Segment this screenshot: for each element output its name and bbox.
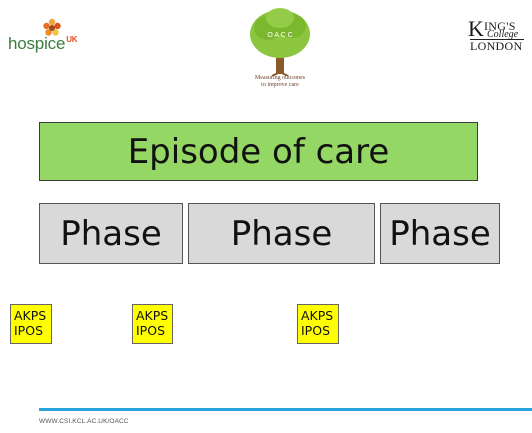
oacc-tree-text: O A C C	[267, 32, 292, 39]
kcl-rule	[470, 39, 524, 40]
kings-college-london-logo: K ING'S College LONDON	[466, 14, 528, 58]
phase-box: Phase	[188, 203, 375, 264]
phase-box: Phase	[39, 203, 183, 264]
hospice-name: hospice	[8, 34, 66, 53]
akps-label: AKPS	[136, 308, 169, 323]
assessment-tag: AKPS IPOS	[132, 304, 173, 344]
hospice-suffix: UK	[66, 35, 78, 45]
flower-icon	[43, 18, 61, 36]
ipos-label: IPOS	[301, 323, 330, 338]
kcl-ings: ING'S	[484, 19, 516, 33]
akps-label: AKPS	[14, 308, 47, 323]
oacc-tagline: Measuring outcomes to improve care	[238, 75, 322, 89]
oacc-tagline-2: to improve care	[261, 82, 299, 88]
footer-url: WWW.CSI.KCL.AC.UK/OACC	[39, 418, 129, 425]
kcl-k: K	[468, 16, 484, 41]
oacc-logo: O A C C Measuring outcomes to improve ca…	[238, 6, 322, 94]
ipos-label: IPOS	[14, 323, 43, 338]
akps-label: AKPS	[301, 308, 334, 323]
kcl-london: LONDON	[470, 39, 523, 53]
episode-of-care-box: Episode of care	[39, 122, 478, 181]
assessment-tag: AKPS IPOS	[10, 304, 52, 344]
hospice-wordmark: hospiceUK	[8, 34, 78, 54]
kcl-college: College	[487, 29, 519, 40]
oacc-tagline-1: Measuring outcomes	[254, 75, 306, 81]
assessment-tag: AKPS IPOS	[297, 304, 339, 344]
footer-rule	[39, 408, 532, 411]
tree-icon: O A C C	[250, 8, 310, 77]
ipos-label: IPOS	[136, 323, 165, 338]
phase-box: Phase	[380, 203, 500, 264]
hospice-uk-logo: hospiceUK	[8, 18, 128, 58]
